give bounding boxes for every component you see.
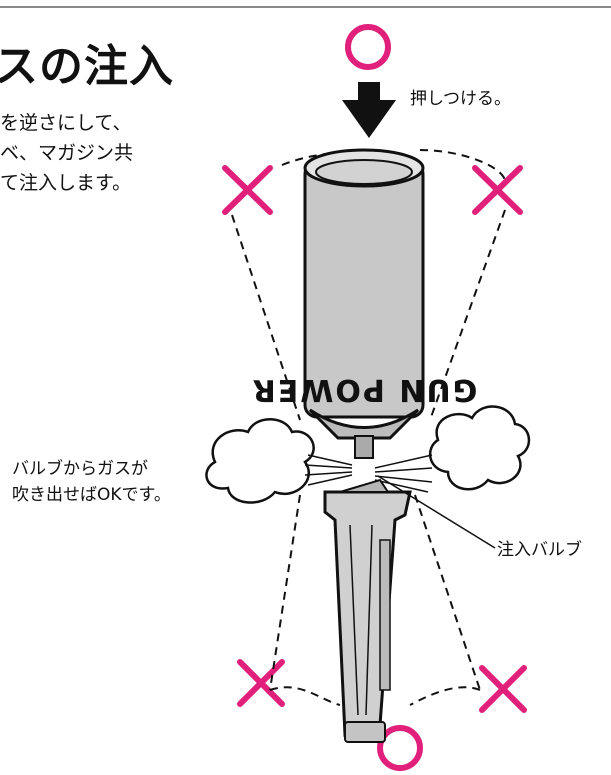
instruction-line-1: を逆さにして、 xyxy=(0,112,132,134)
top-border xyxy=(0,0,611,8)
down-arrow-icon xyxy=(342,82,396,138)
gas-out-label-line-1: バルブからガスが xyxy=(12,459,148,479)
instruction-text: を逆さにして、 ベ、マガジン共 て注入します。 xyxy=(0,108,133,198)
section-title: スの注入 xyxy=(0,41,174,92)
cross-ng-icon-bottom-right xyxy=(479,665,527,713)
circle-ok-icon xyxy=(345,24,391,70)
circle-ok-icon-bottom xyxy=(377,725,423,771)
cross-ng-icon-bottom-left xyxy=(237,659,285,707)
valve-label: 注入バルブ xyxy=(497,540,582,560)
valve-leader-line xyxy=(377,475,496,549)
gas-cloud-left xyxy=(205,418,315,504)
can-label: GUN POWER xyxy=(251,372,478,407)
magazine xyxy=(323,478,412,743)
cross-ng-icon-top-right xyxy=(472,165,523,215)
gas-can: GUN POWER xyxy=(251,148,478,459)
gas-out-label: バルブからガスが 吹き出せばOKです。 xyxy=(12,456,171,508)
cross-ng-icon xyxy=(222,165,273,215)
gas-cloud-right xyxy=(428,405,531,491)
gas-out-label-line-2: 吹き出せばOKです。 xyxy=(12,485,171,505)
instruction-line-2: ベ、マガジン共 xyxy=(0,142,134,164)
instruction-line-3: て注入します。 xyxy=(0,172,132,194)
gas-spray-lines xyxy=(304,454,433,493)
press-label: 押しつける。 xyxy=(410,89,511,109)
